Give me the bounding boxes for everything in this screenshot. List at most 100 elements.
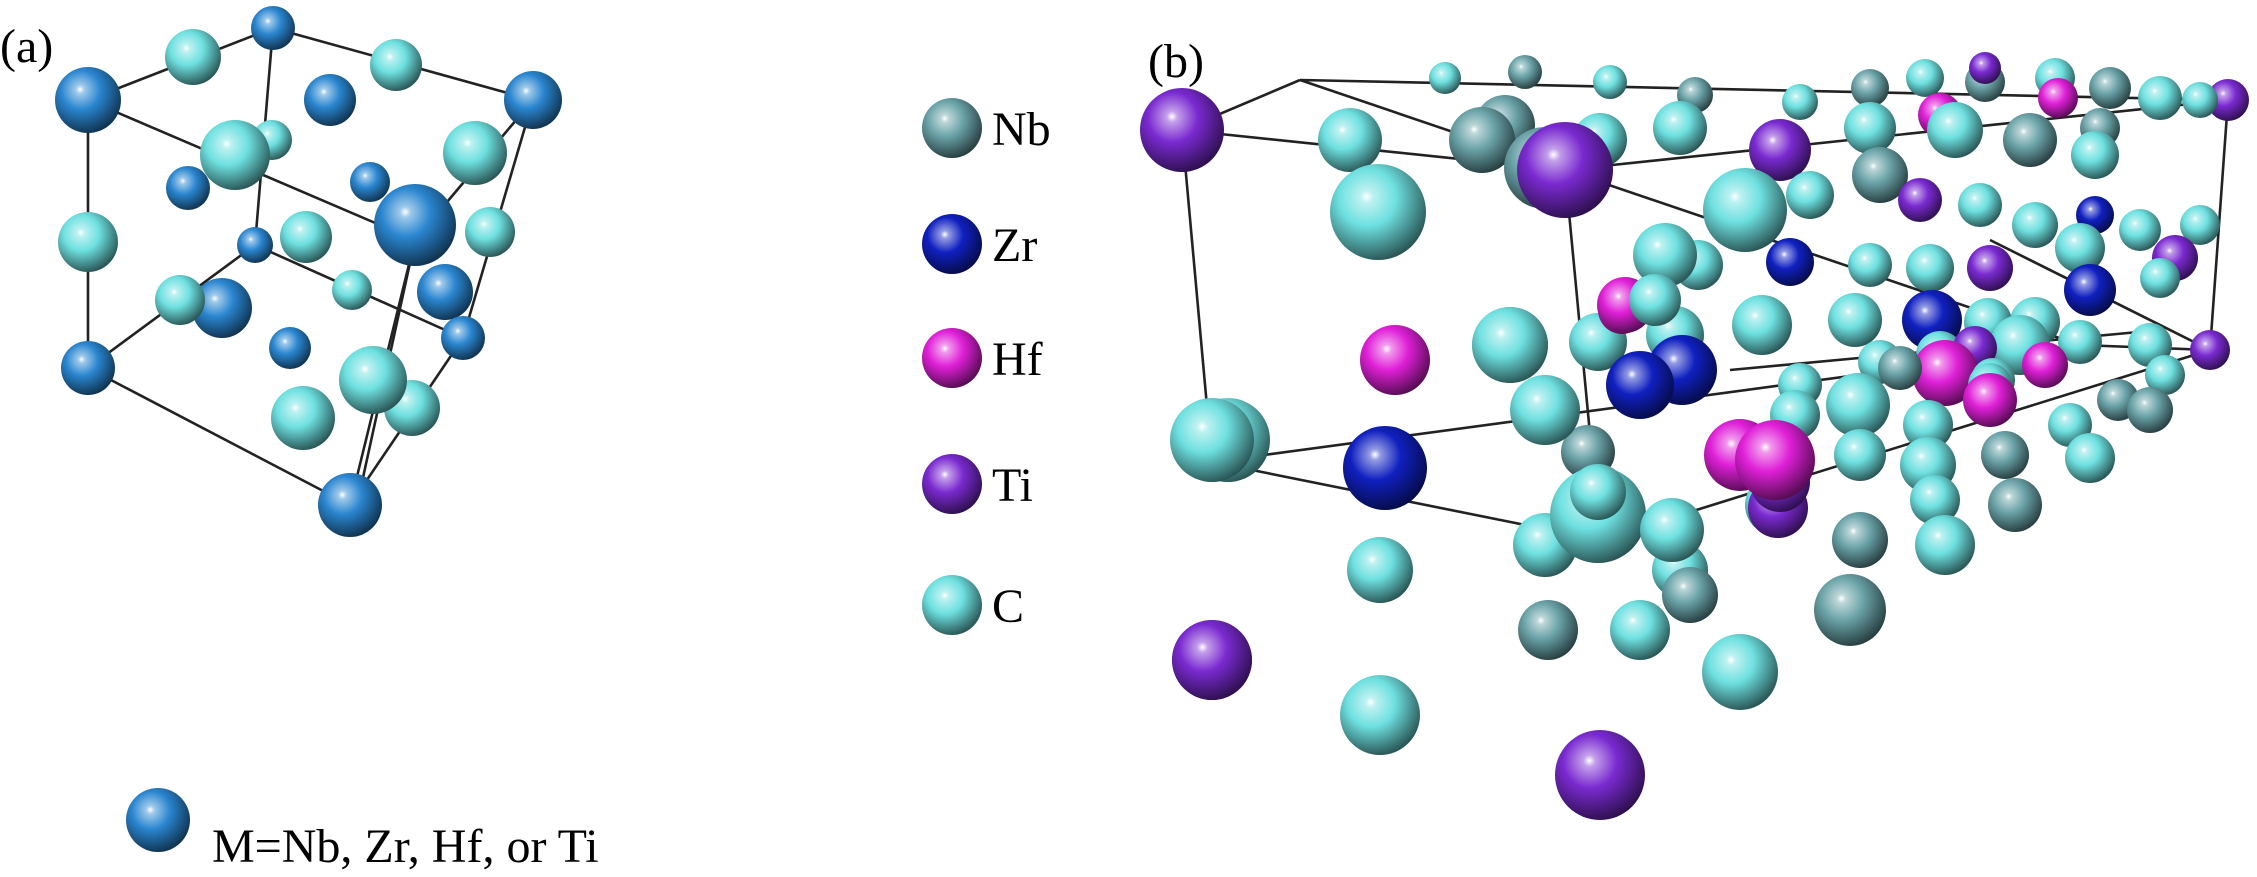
atom-nb xyxy=(1449,107,1515,173)
legend-zr-swatch xyxy=(922,214,982,274)
atom-c xyxy=(1732,295,1792,355)
atom-hf xyxy=(1735,420,1815,500)
cell-edge xyxy=(87,366,351,507)
atom-c xyxy=(1906,244,1954,292)
atom-c xyxy=(1633,223,1697,287)
atom-c xyxy=(1653,101,1707,155)
atom-nb xyxy=(1852,147,1908,203)
atom-metal xyxy=(374,184,456,266)
atom-c xyxy=(1927,102,1983,158)
atom-c xyxy=(1958,183,2002,227)
cell-edge xyxy=(1564,98,2229,172)
atom-c xyxy=(1903,400,1953,450)
atom-ti xyxy=(1140,88,1224,172)
atom-c xyxy=(2012,202,2058,248)
atom-hf xyxy=(2022,342,2068,388)
atom-c xyxy=(339,346,407,414)
atom-ti xyxy=(2207,79,2249,121)
legend-item-zr: Zr xyxy=(922,214,1037,274)
atom-ti xyxy=(1967,245,2013,291)
atom-c xyxy=(2182,82,2218,118)
atom-metal xyxy=(192,278,252,338)
atom-c xyxy=(1347,537,1413,603)
atom-c xyxy=(1915,515,1975,575)
atom-metal xyxy=(504,71,562,129)
atom-c xyxy=(1910,475,1960,525)
atom-c xyxy=(1340,675,1420,755)
atom-c xyxy=(1318,108,1382,172)
atom-c xyxy=(280,211,332,263)
atom-c xyxy=(1834,429,1886,481)
atom-nb xyxy=(1832,512,1888,568)
atom-c xyxy=(2140,258,2180,298)
legend-item-nb: Nb xyxy=(922,98,1051,158)
atom-nb xyxy=(1814,574,1886,646)
atom-c xyxy=(2145,355,2185,395)
atom-nb xyxy=(2003,113,2057,167)
atom-c xyxy=(1828,293,1882,347)
atom-c xyxy=(1782,84,1818,120)
atom-hf xyxy=(1360,325,1430,395)
atom-c xyxy=(465,207,515,257)
atom-nb xyxy=(2089,67,2131,109)
atom-metal xyxy=(304,74,356,126)
atom-c xyxy=(1906,59,1944,97)
atom-c xyxy=(155,275,205,325)
atom-nb xyxy=(1508,55,1542,89)
atom-c xyxy=(1570,464,1626,520)
atom-nb xyxy=(1518,600,1578,660)
legend-ti-swatch xyxy=(922,454,982,514)
atom-metal xyxy=(269,327,311,369)
atom-metal xyxy=(441,316,485,360)
legend-item-ti: Ti xyxy=(922,454,1033,514)
atom-c xyxy=(1848,243,1892,287)
legend-hf-swatch xyxy=(922,328,982,388)
legend-metal-label: M=Nb, Zr, Hf, or Ti xyxy=(212,820,599,873)
atom-metal xyxy=(350,162,390,202)
atom-c xyxy=(1702,634,1778,710)
atom-c xyxy=(1826,373,1890,437)
atom-ti xyxy=(1172,620,1252,700)
panel-a-atoms xyxy=(55,6,562,537)
atom-c xyxy=(165,29,221,85)
atom-c xyxy=(1510,375,1580,445)
atom-zr xyxy=(2064,264,2116,316)
atom-c xyxy=(1703,168,1787,252)
panel-label-a: (a) xyxy=(0,20,53,73)
atom-c xyxy=(1629,274,1681,326)
atom-ti xyxy=(2190,330,2230,370)
atom-c xyxy=(1472,307,1548,383)
atom-metal xyxy=(55,67,121,133)
atom-c xyxy=(1330,164,1426,260)
atom-nb xyxy=(1981,431,2029,479)
legend-hf-label: Hf xyxy=(992,333,1043,386)
atom-ti xyxy=(1555,730,1645,820)
atom-c xyxy=(2055,223,2105,273)
legend-c-label: C xyxy=(992,580,1024,633)
atom-metal xyxy=(251,6,295,50)
atom-c xyxy=(1786,171,1834,219)
atom-ti xyxy=(1517,122,1613,218)
panel-b-atoms xyxy=(1140,52,2249,820)
atom-ti xyxy=(1898,178,1942,222)
atom-c xyxy=(443,121,507,185)
legend-item-hf: Hf xyxy=(922,328,1043,388)
legend-nb-swatch xyxy=(922,98,982,158)
atom-nb xyxy=(2127,387,2173,433)
atom-ti xyxy=(1749,119,1811,181)
atom-c xyxy=(2071,131,2119,179)
atom-c xyxy=(1844,102,1896,154)
atom-nb xyxy=(1851,69,1889,107)
atom-zr xyxy=(1606,351,1674,419)
panel-a-unit-cell xyxy=(55,6,562,537)
atom-hf xyxy=(1963,373,2017,427)
atom-c xyxy=(1640,498,1704,562)
atom-zr xyxy=(1343,426,1427,510)
atom-metal xyxy=(417,264,473,320)
atom-c xyxy=(1170,398,1254,482)
atom-hf xyxy=(1912,340,1978,406)
atom-c xyxy=(332,270,372,310)
atom-c xyxy=(2138,76,2182,120)
atom-c xyxy=(2119,209,2161,251)
